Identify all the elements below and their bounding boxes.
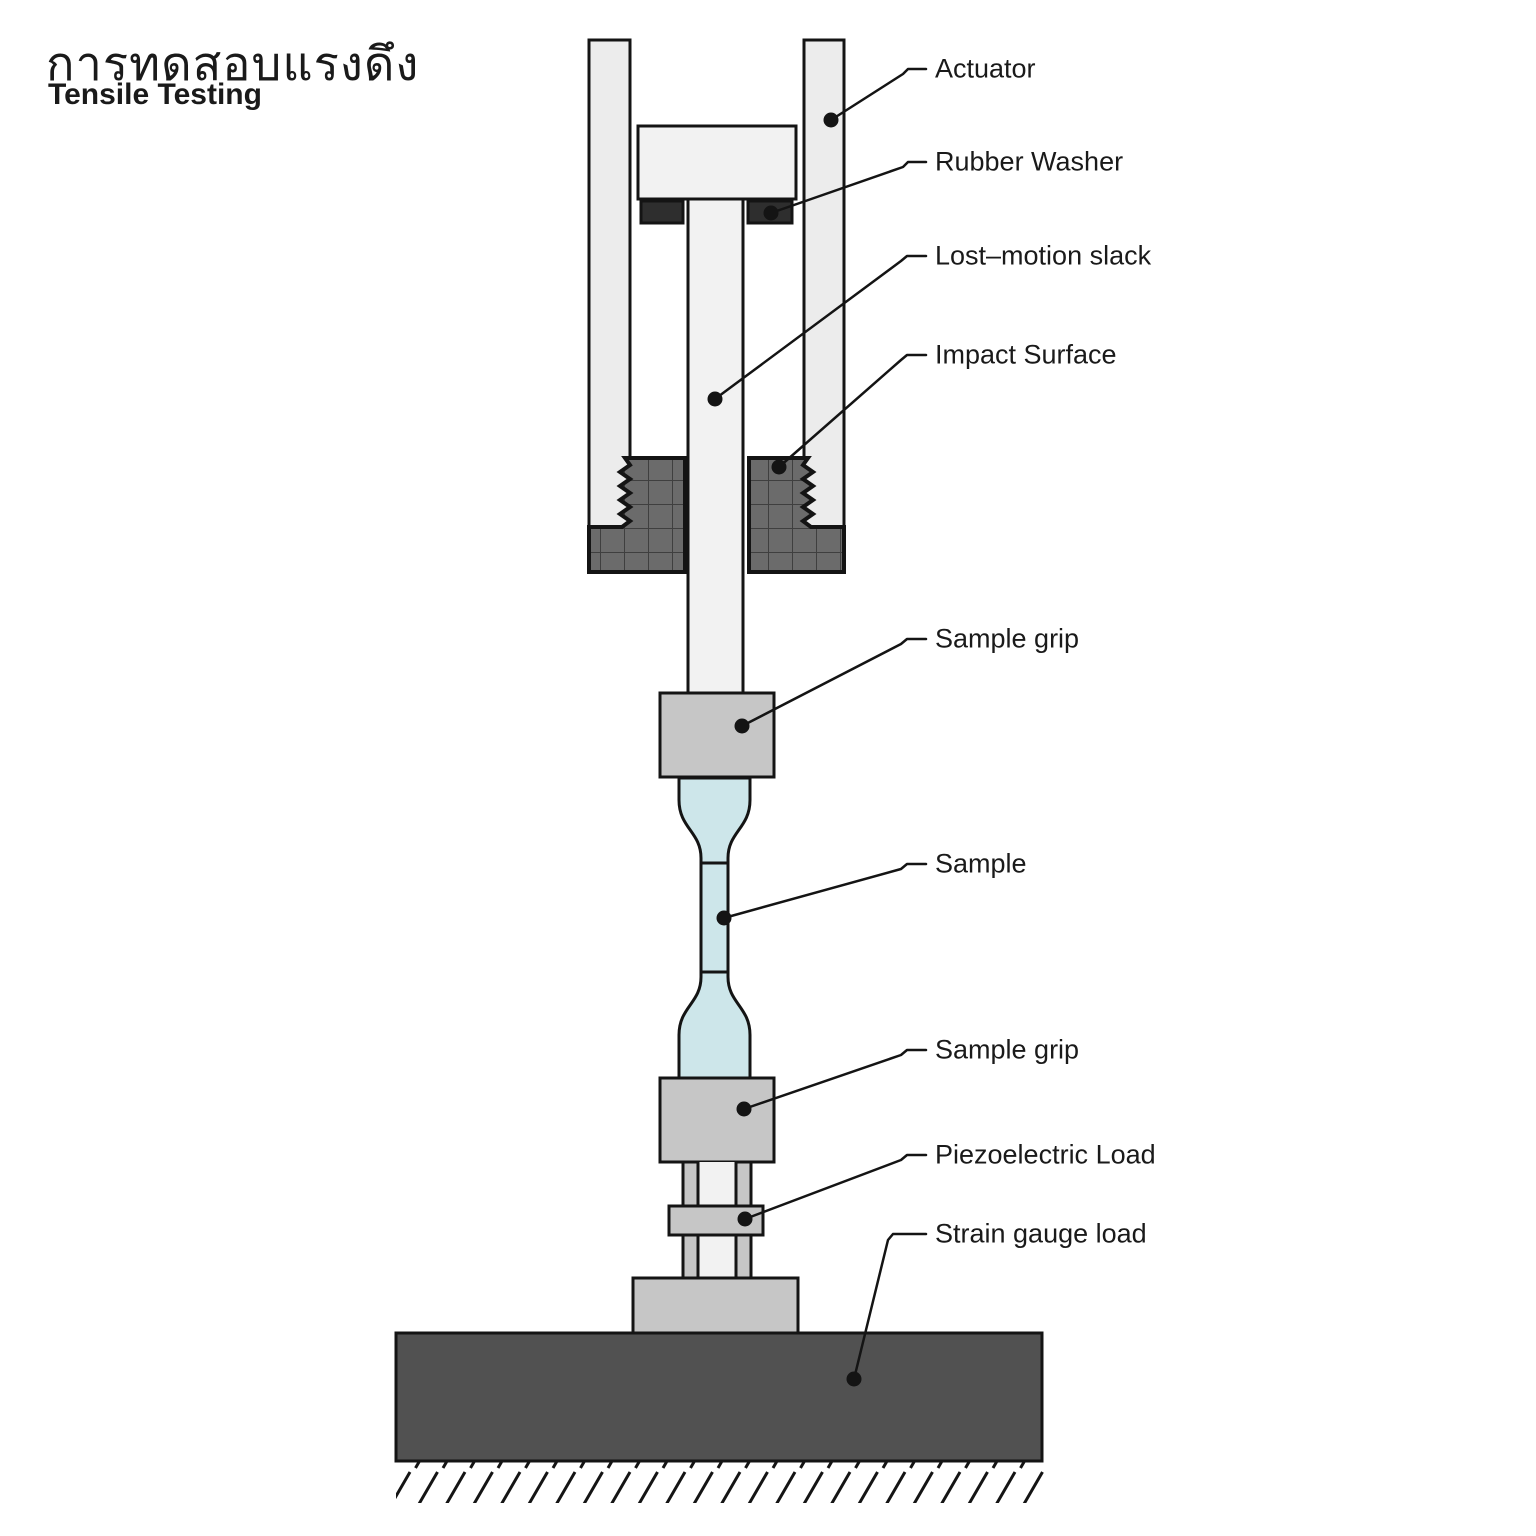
page-title-thai: การทดสอบแรงดึง (46, 37, 420, 90)
leader-impact-surface (771, 353, 928, 475)
leader-strain-gauge-load (846, 1232, 928, 1387)
frame-column-left (587, 38, 632, 574)
leader-sample-grip-lower (736, 1048, 928, 1117)
leader-sample (716, 862, 928, 926)
leader-piezoelectric-load (737, 1153, 928, 1227)
leader-lost-motion-slack (707, 254, 928, 407)
label-impact-surface: Impact Surface (935, 339, 1117, 370)
strain-gauge-base (394, 1331, 1044, 1463)
label-rubber-washer: Rubber Washer (935, 146, 1124, 177)
leader-actuator (823, 67, 928, 128)
label-sample-grip-upper: Sample grip (935, 623, 1080, 654)
actuator-rod (686, 158, 745, 697)
sample-grip-lower (658, 1076, 776, 1164)
leader-sample-grip-upper (734, 637, 928, 734)
label-sample-grip-lower: Sample grip (935, 1034, 1080, 1065)
sample-grip-upper (658, 691, 776, 779)
tensile-sample (677, 776, 752, 1080)
label-piezoelectric-load: Piezoelectric Load (935, 1139, 1156, 1170)
label-sample: Sample (935, 848, 1027, 879)
leader-rubber-washer (763, 160, 928, 221)
ground-hatching (396, 1461, 1044, 1503)
crosshead-bar (636, 124, 798, 201)
load-cell-pedestal (631, 1276, 800, 1335)
label-strain-gauge-load: Strain gauge load (935, 1218, 1147, 1249)
impact-surface-block-right (747, 456, 846, 574)
label-lost-motion-slack: Lost–motion slack (935, 240, 1152, 271)
page-title-english: Tensile Testing (48, 78, 262, 111)
label-actuator: Actuator (935, 53, 1036, 84)
impact-surface-block-left (587, 456, 687, 574)
rubber-washer-left (639, 199, 685, 225)
